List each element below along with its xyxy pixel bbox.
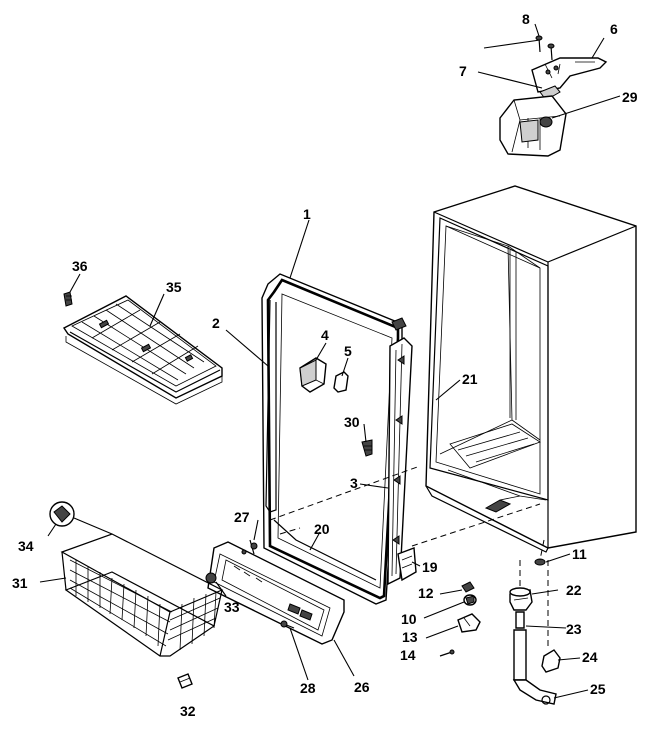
callout-7: 7 [459, 63, 467, 79]
kick-plate-grille [207, 541, 345, 645]
leveling-leg-11 [534, 558, 546, 566]
door-shelf-bracket-4 [299, 357, 327, 393]
callout-6: 6 [610, 21, 618, 37]
callout-labels: 1 2 3 4 5 6 7 8 10 11 12 13 14 19 20 21 … [12, 11, 638, 719]
callout-28: 28 [300, 680, 316, 696]
callout-29: 29 [622, 89, 638, 105]
callout-32: 32 [180, 703, 196, 719]
callout-31: 31 [12, 575, 28, 591]
callout-24: 24 [582, 649, 598, 665]
shelf-clip-36 [63, 291, 73, 307]
callout-34: 34 [18, 538, 34, 554]
callout-35: 35 [166, 279, 182, 295]
callout-20: 20 [314, 521, 330, 537]
screw-28-icon [280, 620, 295, 629]
callout-8: 8 [522, 11, 530, 27]
callout-30: 30 [344, 414, 360, 430]
callout-26: 26 [354, 679, 370, 695]
screw-8-icon [535, 35, 543, 53]
hinge-pin-27 [249, 539, 258, 555]
callout-25: 25 [590, 681, 606, 697]
callout-10: 10 [401, 611, 417, 627]
callout-1: 1 [303, 206, 311, 222]
hinge-bracket [531, 57, 608, 93]
callout-33: 33 [224, 599, 240, 615]
callout-13: 13 [402, 629, 418, 645]
wire-shelf [62, 295, 223, 405]
clamp-24 [541, 649, 561, 673]
callout-12: 12 [418, 585, 434, 601]
freezer-basket [60, 533, 224, 657]
door-panel [261, 273, 417, 605]
door-shelf-clip-5 [333, 371, 349, 393]
basket-handle-34 [49, 501, 113, 535]
top-hinge-assembly [499, 35, 608, 157]
cabinet-liner [425, 185, 637, 553]
hinge-parts-10-12-13-14 [439, 581, 481, 657]
callout-21: 21 [462, 371, 478, 387]
callout-11: 11 [572, 546, 587, 562]
leader-lines [39, 23, 621, 699]
drain-tube-23-25 [512, 611, 557, 705]
callout-36: 36 [72, 258, 88, 274]
screw-icon [547, 43, 555, 61]
drain-fitting-22 [509, 587, 533, 611]
callout-19: 19 [422, 559, 438, 575]
callout-27: 27 [234, 509, 250, 525]
callout-3: 3 [350, 475, 358, 491]
callout-2: 2 [212, 315, 220, 331]
callout-5: 5 [344, 343, 352, 359]
assembly-lines [269, 465, 549, 650]
screw-30-icon [361, 439, 373, 457]
roller-33 [205, 572, 217, 584]
clip-32 [177, 673, 193, 689]
callout-22: 22 [566, 582, 582, 598]
callout-23: 23 [566, 621, 582, 637]
callout-4: 4 [321, 327, 329, 343]
callout-14: 14 [400, 647, 416, 663]
